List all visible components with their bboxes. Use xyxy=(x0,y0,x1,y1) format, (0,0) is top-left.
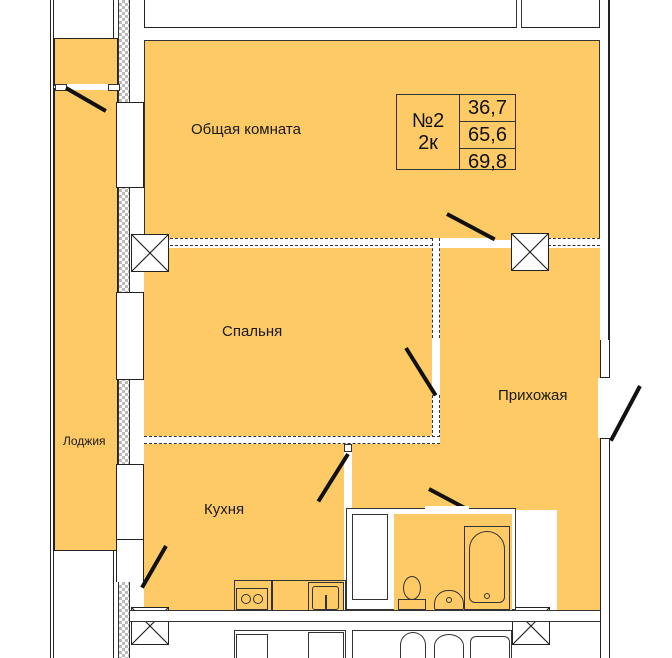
room-hallway-corridor xyxy=(557,510,600,610)
toilet-icon xyxy=(398,576,426,610)
bottom-wall xyxy=(130,610,600,622)
vent-shaft-icon xyxy=(131,234,169,272)
washbasin-icon xyxy=(434,590,464,610)
partition-kitchen-hallway xyxy=(344,444,352,510)
stove-icon xyxy=(236,588,268,610)
apartment-number: №2 xyxy=(411,110,445,132)
room-label-living: Общая комната xyxy=(191,121,301,138)
partition-bedroom-hallway xyxy=(432,395,440,443)
room-label-hallway: Прихожая xyxy=(498,387,568,404)
loggia-door-jamb xyxy=(108,84,120,91)
neighbor-bathtub-icon xyxy=(470,636,510,658)
room-bedroom: Спальня xyxy=(144,248,432,436)
entrance-opening xyxy=(598,378,610,438)
neighbor-kitchen-counter xyxy=(234,630,346,658)
bathroom-doorway xyxy=(425,506,469,514)
partition-bedroom-hallway xyxy=(432,238,440,338)
room-loggia: Лоджия xyxy=(54,88,118,551)
total-area: 65,6 xyxy=(460,122,515,149)
living-area: 36,7 xyxy=(460,95,515,122)
room-label-loggia: Лоджия xyxy=(63,434,106,448)
neighbor-washbasin-icon xyxy=(434,634,464,658)
window-kitchen xyxy=(116,464,144,540)
neighbor-stove-icon xyxy=(236,634,268,658)
neighbor-bathroom xyxy=(352,630,512,658)
counter-divider xyxy=(271,580,273,618)
area-values: 36,7 65,6 69,8 xyxy=(460,95,515,173)
total-area-with-loggia: 69,8 xyxy=(468,151,507,173)
entrance-jamb-bottom xyxy=(600,438,610,658)
upper-unit-wall xyxy=(144,0,600,28)
room-label-kitchen: Кухня xyxy=(204,501,245,518)
loggia-door-opening xyxy=(56,84,112,90)
door-jamb xyxy=(344,444,352,452)
room-label-bedroom: Спальня xyxy=(222,323,283,340)
vent-shaft-icon xyxy=(511,233,549,271)
partition-living-bedroom xyxy=(170,238,438,246)
window-bedroom xyxy=(116,292,144,380)
room-hallway-lower xyxy=(352,444,600,510)
outer-wall-line xyxy=(50,0,54,658)
partition-bedroom-kitchen xyxy=(144,436,440,444)
entrance-door-leaf xyxy=(609,385,642,442)
partition-living-hallway xyxy=(548,238,600,246)
duct-niche xyxy=(352,514,388,600)
apartment-info-box: №2 2к 36,7 65,6 69,8 xyxy=(396,94,516,173)
right-outer-wall-line xyxy=(608,0,610,658)
doorway-living-hallway xyxy=(440,238,490,246)
loggia-top xyxy=(54,38,118,86)
window-living xyxy=(116,102,144,188)
kitchen-balcony-door-opening xyxy=(116,540,144,582)
upper-door-jamb xyxy=(516,0,522,28)
room-count: 2к xyxy=(418,132,438,154)
neighbor-sink-icon xyxy=(308,632,344,658)
apartment-id: №2 2к xyxy=(397,95,460,169)
bathtub-icon xyxy=(464,526,510,610)
neighbor-toilet-icon xyxy=(400,632,426,658)
doorway-bedroom xyxy=(433,338,439,395)
room-living: Общая комната xyxy=(144,40,600,240)
entrance-jamb-top xyxy=(600,340,610,378)
